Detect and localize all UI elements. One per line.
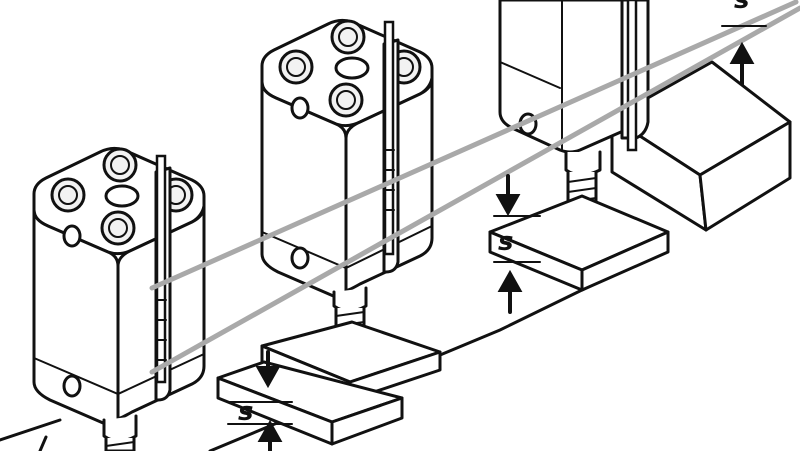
cylinder-left-hole-bottom <box>62 374 82 398</box>
stroke-indicator-top-right: s <box>721 0 767 86</box>
stroke-label-right: s <box>498 227 513 257</box>
cylinder-left-port-2 <box>102 147 138 183</box>
right-block-side <box>698 120 792 232</box>
cylinder-left-port-1 <box>50 177 86 213</box>
stroke-indicator-right: s <box>493 174 541 314</box>
cylinder-middle-port-1 <box>278 49 314 85</box>
cylinder-left-hole-top <box>62 224 82 248</box>
cylinder-middle-port-4 <box>328 82 364 118</box>
cylinder-left-band <box>33 353 205 396</box>
cylinder-left-port-4 <box>100 210 136 246</box>
cylinder-middle <box>216 18 442 446</box>
stroke-label-middle: s <box>238 397 253 427</box>
stroke-indicator-middle: s <box>227 350 293 451</box>
plate-middle-front-side <box>330 396 404 446</box>
cylinder-middle-hole-top <box>290 96 310 120</box>
cylinder-right <box>488 0 792 292</box>
beam-lower <box>149 5 800 375</box>
cylinder-middle-port-2 <box>330 19 366 55</box>
cylinder-middle-hole-bottom <box>290 246 310 270</box>
cylinder-left-sensor-rod <box>155 154 167 384</box>
plate-right-side <box>580 230 670 292</box>
base-line-back <box>38 435 48 451</box>
sensor-beams <box>149 0 800 375</box>
stroke-label-top-right: s <box>734 0 749 15</box>
cylinder-right-edge <box>499 0 563 151</box>
cylinder-left-neck <box>102 414 138 443</box>
cylinder-middle-sensor-marks <box>385 149 395 211</box>
cylinder-middle-center-bore <box>334 56 370 80</box>
cylinder-middle-neck <box>332 286 368 313</box>
cylinder-left-thread-turns <box>105 441 135 447</box>
cylinder-middle-band <box>261 225 433 270</box>
cylinder-left <box>32 146 206 451</box>
cylinder-left-sensor-marks <box>157 299 167 361</box>
cylinder-left-center-bore <box>104 184 140 208</box>
cylinder-middle-sensor-rod <box>383 20 395 256</box>
beam-upper <box>149 0 799 291</box>
